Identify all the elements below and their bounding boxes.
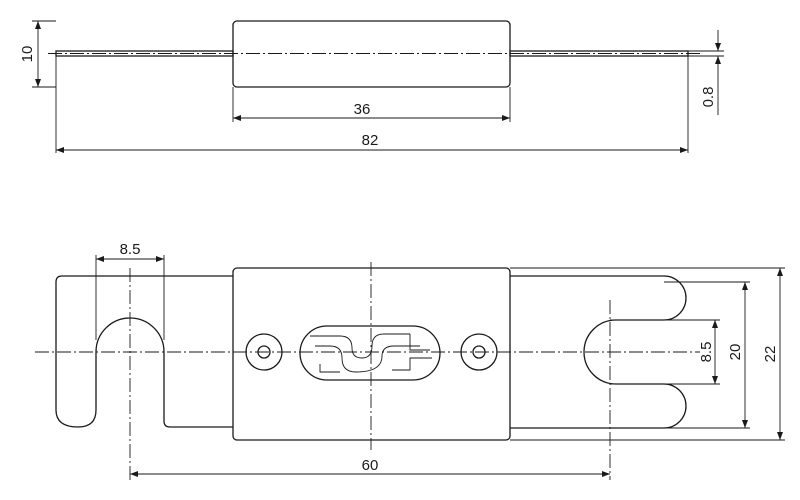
fuse-element-icon — [310, 333, 432, 373]
fuse-body-side — [232, 20, 511, 88]
dim-height-10 — [32, 20, 56, 88]
dim-thickness-0-8 — [688, 30, 724, 115]
fuse-element-window — [299, 325, 441, 381]
dim-label-height: 10 — [19, 46, 36, 63]
dim-label-hole-spacing: 60 — [362, 457, 379, 474]
dim-label-slot-left: 8.5 — [120, 241, 141, 258]
fuse-body-front — [232, 267, 511, 441]
right-terminal — [510, 275, 687, 429]
dim-label-total-length: 82 — [362, 132, 379, 149]
left-terminal — [55, 275, 233, 428]
dim-label-thickness: 0.8 — [700, 87, 717, 108]
front-view: 8.5 60 8.5 20 — [35, 241, 785, 480]
dim-label-inner-height: 20 — [727, 344, 744, 361]
dim-overall-height-22 — [777, 268, 783, 440]
dim-inner-height-20 — [742, 282, 748, 428]
dim-label-body-length: 36 — [354, 101, 371, 118]
dim-label-slot-right: 8.5 — [698, 342, 715, 363]
dim-label-overall-height: 22 — [762, 346, 779, 363]
dim-hole-spacing-60 — [130, 471, 610, 477]
dim-slot-right — [712, 320, 718, 384]
top-view: 10 36 82 0.8 — [19, 20, 724, 153]
dim-total-82 — [56, 147, 688, 153]
dim-slot-left — [95, 255, 165, 340]
dim-body-36 — [233, 115, 510, 121]
